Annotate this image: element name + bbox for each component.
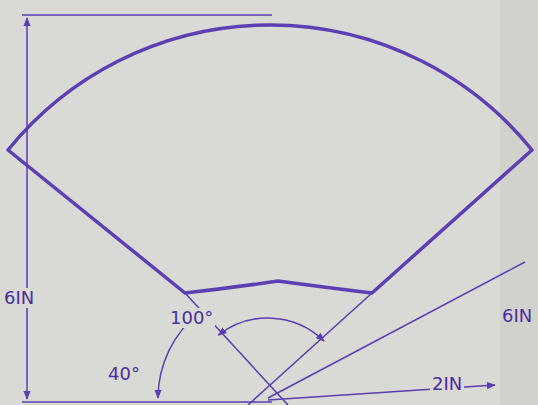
dimension-label: 40° — [106, 364, 142, 384]
page-edge — [500, 0, 538, 405]
dimension-label: 6IN — [2, 288, 36, 308]
dimension-label: 6IN — [500, 306, 534, 326]
dimension-lines — [22, 15, 525, 405]
fan-outline — [8, 25, 532, 293]
dimension-label: 2IN — [430, 374, 464, 394]
dimension-label: 100° — [168, 308, 215, 328]
